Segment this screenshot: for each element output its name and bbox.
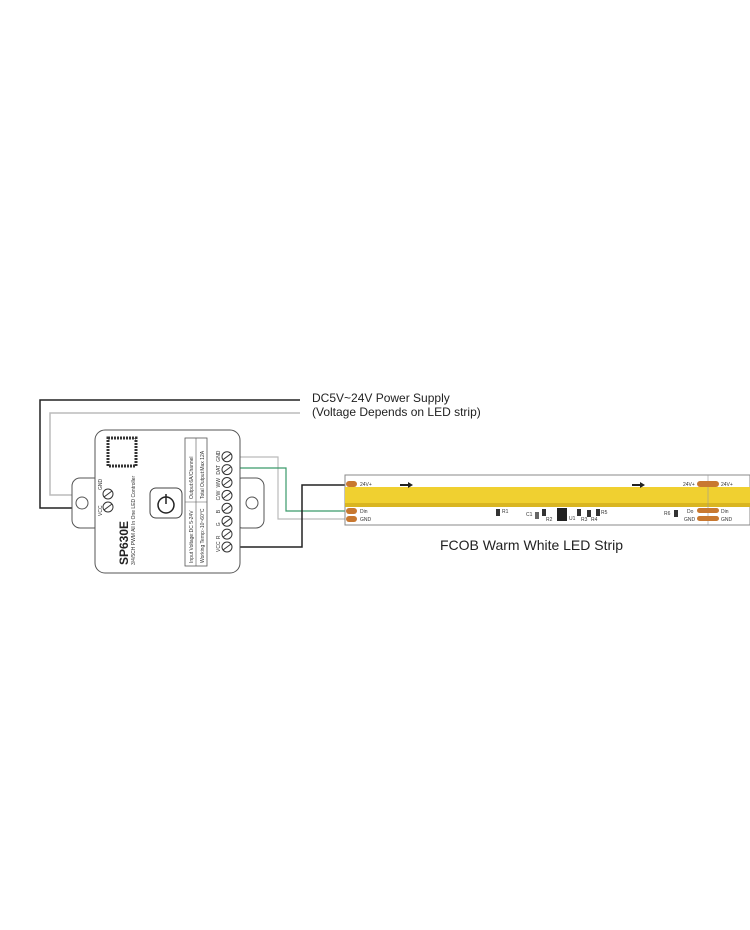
data-wire xyxy=(240,467,345,512)
terminal-label: G xyxy=(216,522,222,526)
component-c1: C1 xyxy=(526,512,533,518)
pad-label-gnd-out: GND xyxy=(684,517,696,523)
ic-chip xyxy=(557,508,567,521)
pad-label-do: Do xyxy=(687,509,694,515)
pad-label-gnd-next: GND xyxy=(721,517,733,523)
spec-output: Output:6A/Channel xyxy=(189,456,195,499)
led-strip: 24V+ Din GND 24V+ 24V+ Do Din GND GND R1… xyxy=(344,474,750,526)
output-terminals: VCC R G B C/W WW DAT GND xyxy=(216,450,233,553)
component-r6: R6 xyxy=(664,511,671,517)
arrow-icon xyxy=(400,482,413,488)
controller-subtitle: 3/4/5CH PWM All In One LED Controller xyxy=(131,475,137,565)
screw-slot xyxy=(222,517,232,525)
screw-slot xyxy=(222,543,232,551)
pad-label-24v-out: 24V+ xyxy=(683,482,695,488)
pad-label-din-next: Din xyxy=(721,509,729,515)
arrow-icon xyxy=(632,482,645,488)
terminal-label: WW xyxy=(216,478,222,488)
controller-sp630e: SP630E 3/4/5CH PWM All In One LED Contro… xyxy=(71,429,265,574)
screw-slot xyxy=(222,479,232,486)
component-u1: U1 xyxy=(569,516,576,522)
pad-label-din: Din xyxy=(360,509,368,515)
pad-label-24v: 24V+ xyxy=(360,482,372,488)
component-r1: R1 xyxy=(502,509,509,515)
terminal-gnd-in: GND xyxy=(98,479,104,491)
spec-input-voltage: Input Voltage:DC 5-24V xyxy=(189,510,195,563)
pad-label-gnd: GND xyxy=(360,517,372,523)
screw-slot xyxy=(222,491,232,499)
component-r4: R4 xyxy=(591,517,598,523)
power-button[interactable] xyxy=(149,487,183,519)
terminal-vcc-in: VCC xyxy=(98,505,104,516)
terminal-label: DAT xyxy=(216,465,222,475)
power-supply-note: (Voltage Depends on LED strip) xyxy=(312,405,481,419)
power-wire-black xyxy=(39,399,300,509)
vcc-wire xyxy=(240,484,345,548)
screw-slot xyxy=(222,453,232,461)
terminal-label: B xyxy=(216,509,222,513)
strip-title: FCOB Warm White LED Strip xyxy=(440,537,623,553)
terminal-label: C/W xyxy=(216,490,222,500)
component-r3: R3 xyxy=(581,517,588,523)
pad-label-24v-next: 24V+ xyxy=(721,482,733,488)
component-r5: R5 xyxy=(601,510,608,516)
component-r2: R2 xyxy=(546,517,553,523)
terminal-label: GND xyxy=(216,450,222,462)
screw-slot xyxy=(222,530,232,538)
terminal-label: R xyxy=(216,535,222,539)
qr-code-icon xyxy=(106,436,138,468)
spec-total-output: Total Output:Max 12A xyxy=(200,450,206,499)
power-supply-label: DC5V~24V Power Supply xyxy=(312,391,450,405)
terminal-label: VCC xyxy=(216,541,222,552)
cob-emitter xyxy=(345,487,750,507)
gnd-wire xyxy=(240,456,345,520)
model-name: SP630E xyxy=(117,521,131,565)
screw-slot xyxy=(222,466,232,474)
screw-slot xyxy=(222,504,232,512)
power-terminals: VCC GND xyxy=(98,479,114,516)
spec-working-temp: Working Temp:-10~60°C xyxy=(200,508,206,563)
